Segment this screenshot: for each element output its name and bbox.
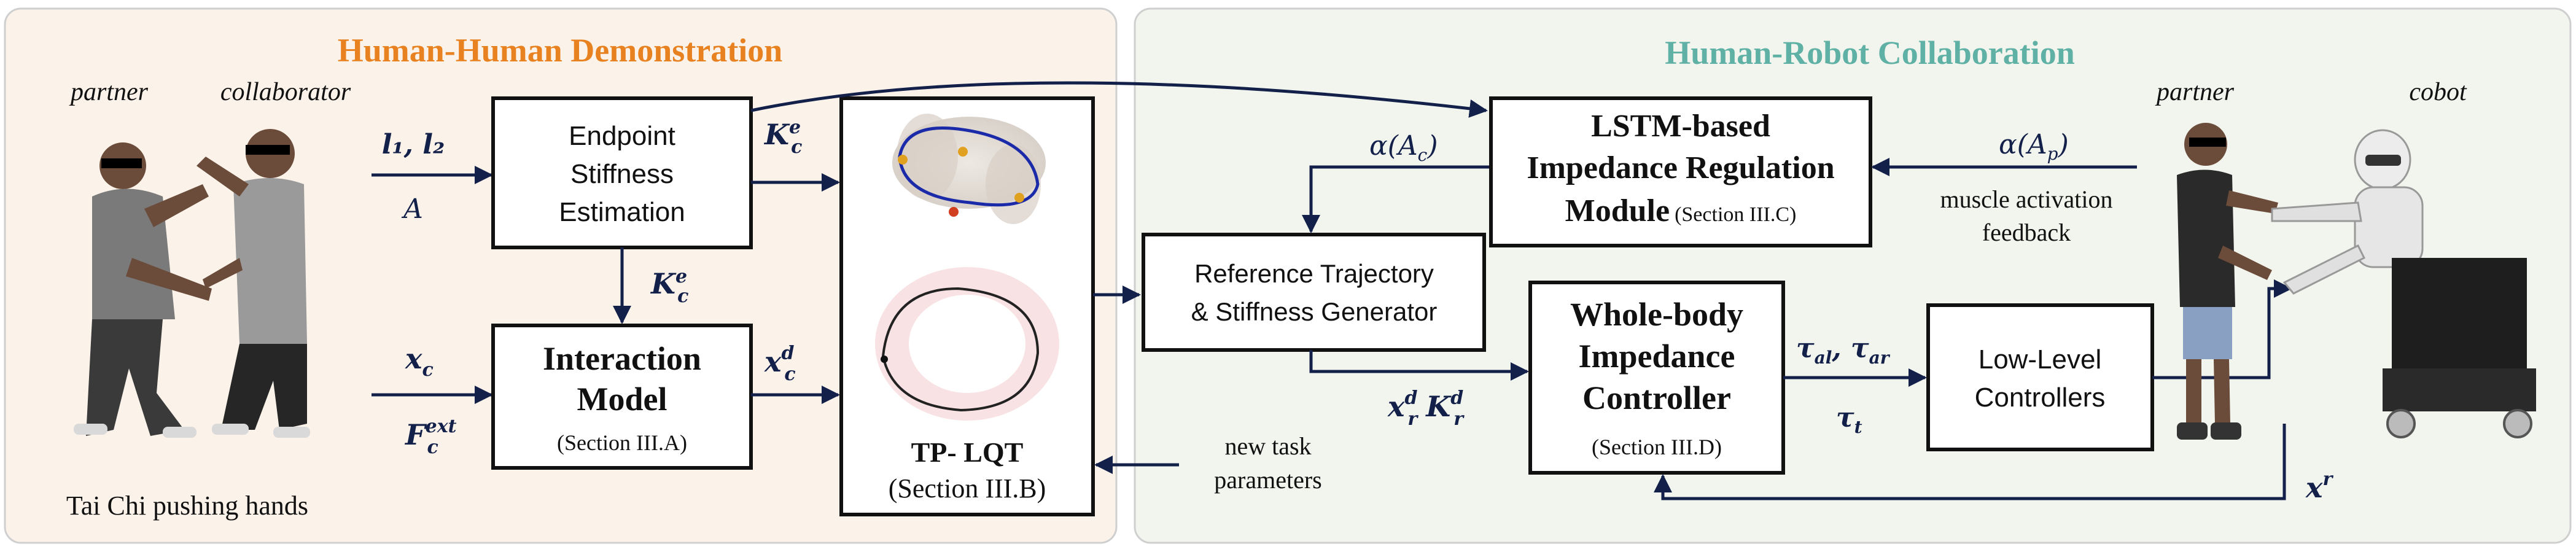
xc-label: xc: [405, 342, 434, 381]
endpoint-line1: Endpoint: [569, 121, 675, 151]
arrow-reference-to-wbc: [1309, 350, 1529, 381]
human-figure-icon: [74, 142, 212, 438]
arrow-lowlevel-to-robot: [2152, 279, 2292, 379]
human-figure-icon: [2177, 123, 2278, 440]
wbc-line1: Whole-body: [1570, 296, 1743, 333]
arrow-lstm-to-reference: [1302, 165, 1489, 233]
tau-t-label: τt: [1836, 402, 1862, 437]
reference-line2: & Stiffness Generator: [1191, 297, 1438, 326]
alpha-ac-label: α(Ac): [1369, 130, 1438, 165]
reference-line1: Reference Trajectory: [1194, 259, 1434, 288]
collaborator-label: collaborator: [220, 78, 351, 106]
ellipsoid-plot-icon: [892, 114, 1046, 224]
lowlevel-line2: Controllers: [1975, 383, 2106, 413]
trajectory-plot-icon: [875, 267, 1059, 421]
tplqt-section: (Section III.B): [889, 473, 1046, 503]
wbc-line3: Controller: [1582, 379, 1731, 416]
left-panel-title: Human-Human Demonstration: [338, 32, 783, 69]
endpoint-line3: Estimation: [559, 197, 685, 227]
partner-label-left: partner: [69, 78, 149, 106]
xr-label: xr: [2305, 468, 2333, 504]
lowlevel-line1: Low-Level: [1979, 344, 2102, 375]
wbc-box: [1528, 281, 1785, 475]
lowlevel-box: [1926, 303, 2154, 451]
interaction-title-1: Interaction: [543, 340, 701, 377]
new-task-line1: new task: [1224, 432, 1311, 460]
lstm-line1: LSTM-based: [1591, 109, 1770, 144]
new-task-line2: parameters: [1214, 466, 1321, 494]
interaction-section: (Section III.A): [557, 430, 687, 455]
tau-al-ar-label: τal, τar: [1796, 333, 1891, 368]
muscle-line1: muscle activation: [1940, 185, 2112, 213]
right-panel-title: Human-Robot Collaboration: [1665, 34, 2075, 71]
tplqt-title: TP- LQT: [911, 437, 1024, 468]
arrow-endpoint-to-lstm: [750, 81, 1488, 118]
robot-arm-icon: [2271, 129, 2536, 438]
interaction-title-2: Model: [577, 381, 667, 418]
cobot-label: cobot: [2409, 78, 2467, 106]
A-label: A: [401, 193, 423, 225]
human-figure-icon: [197, 129, 310, 438]
lstm-line3: Module(Section III.C): [1565, 193, 1797, 228]
reference-generator-box: [1142, 233, 1486, 352]
tai-chi-caption: Tai Chi pushing hands: [66, 491, 308, 521]
lstm-line2: Impedance Regulation: [1527, 150, 1834, 185]
arrow-xr-feedback: [1654, 424, 2286, 500]
wbc-line2: Impedance: [1579, 338, 1735, 375]
endpoint-stiffness-box: [491, 96, 753, 249]
l1-l2-label: l₁, l₂: [382, 129, 445, 160]
wbc-section: (Section III.D): [1592, 435, 1722, 459]
interaction-model-box: [491, 324, 753, 470]
endpoint-line2: Stiffness: [570, 159, 674, 189]
partner-label-right: partner: [2155, 78, 2235, 106]
human-pair-photo: partner collaborator Tai Chi pushing han…: [66, 78, 351, 521]
muscle-line2: feedback: [1982, 219, 2071, 246]
lstm-module-box: [1489, 96, 1872, 247]
alpha-ap-label: α(Ap): [1999, 129, 2069, 164]
